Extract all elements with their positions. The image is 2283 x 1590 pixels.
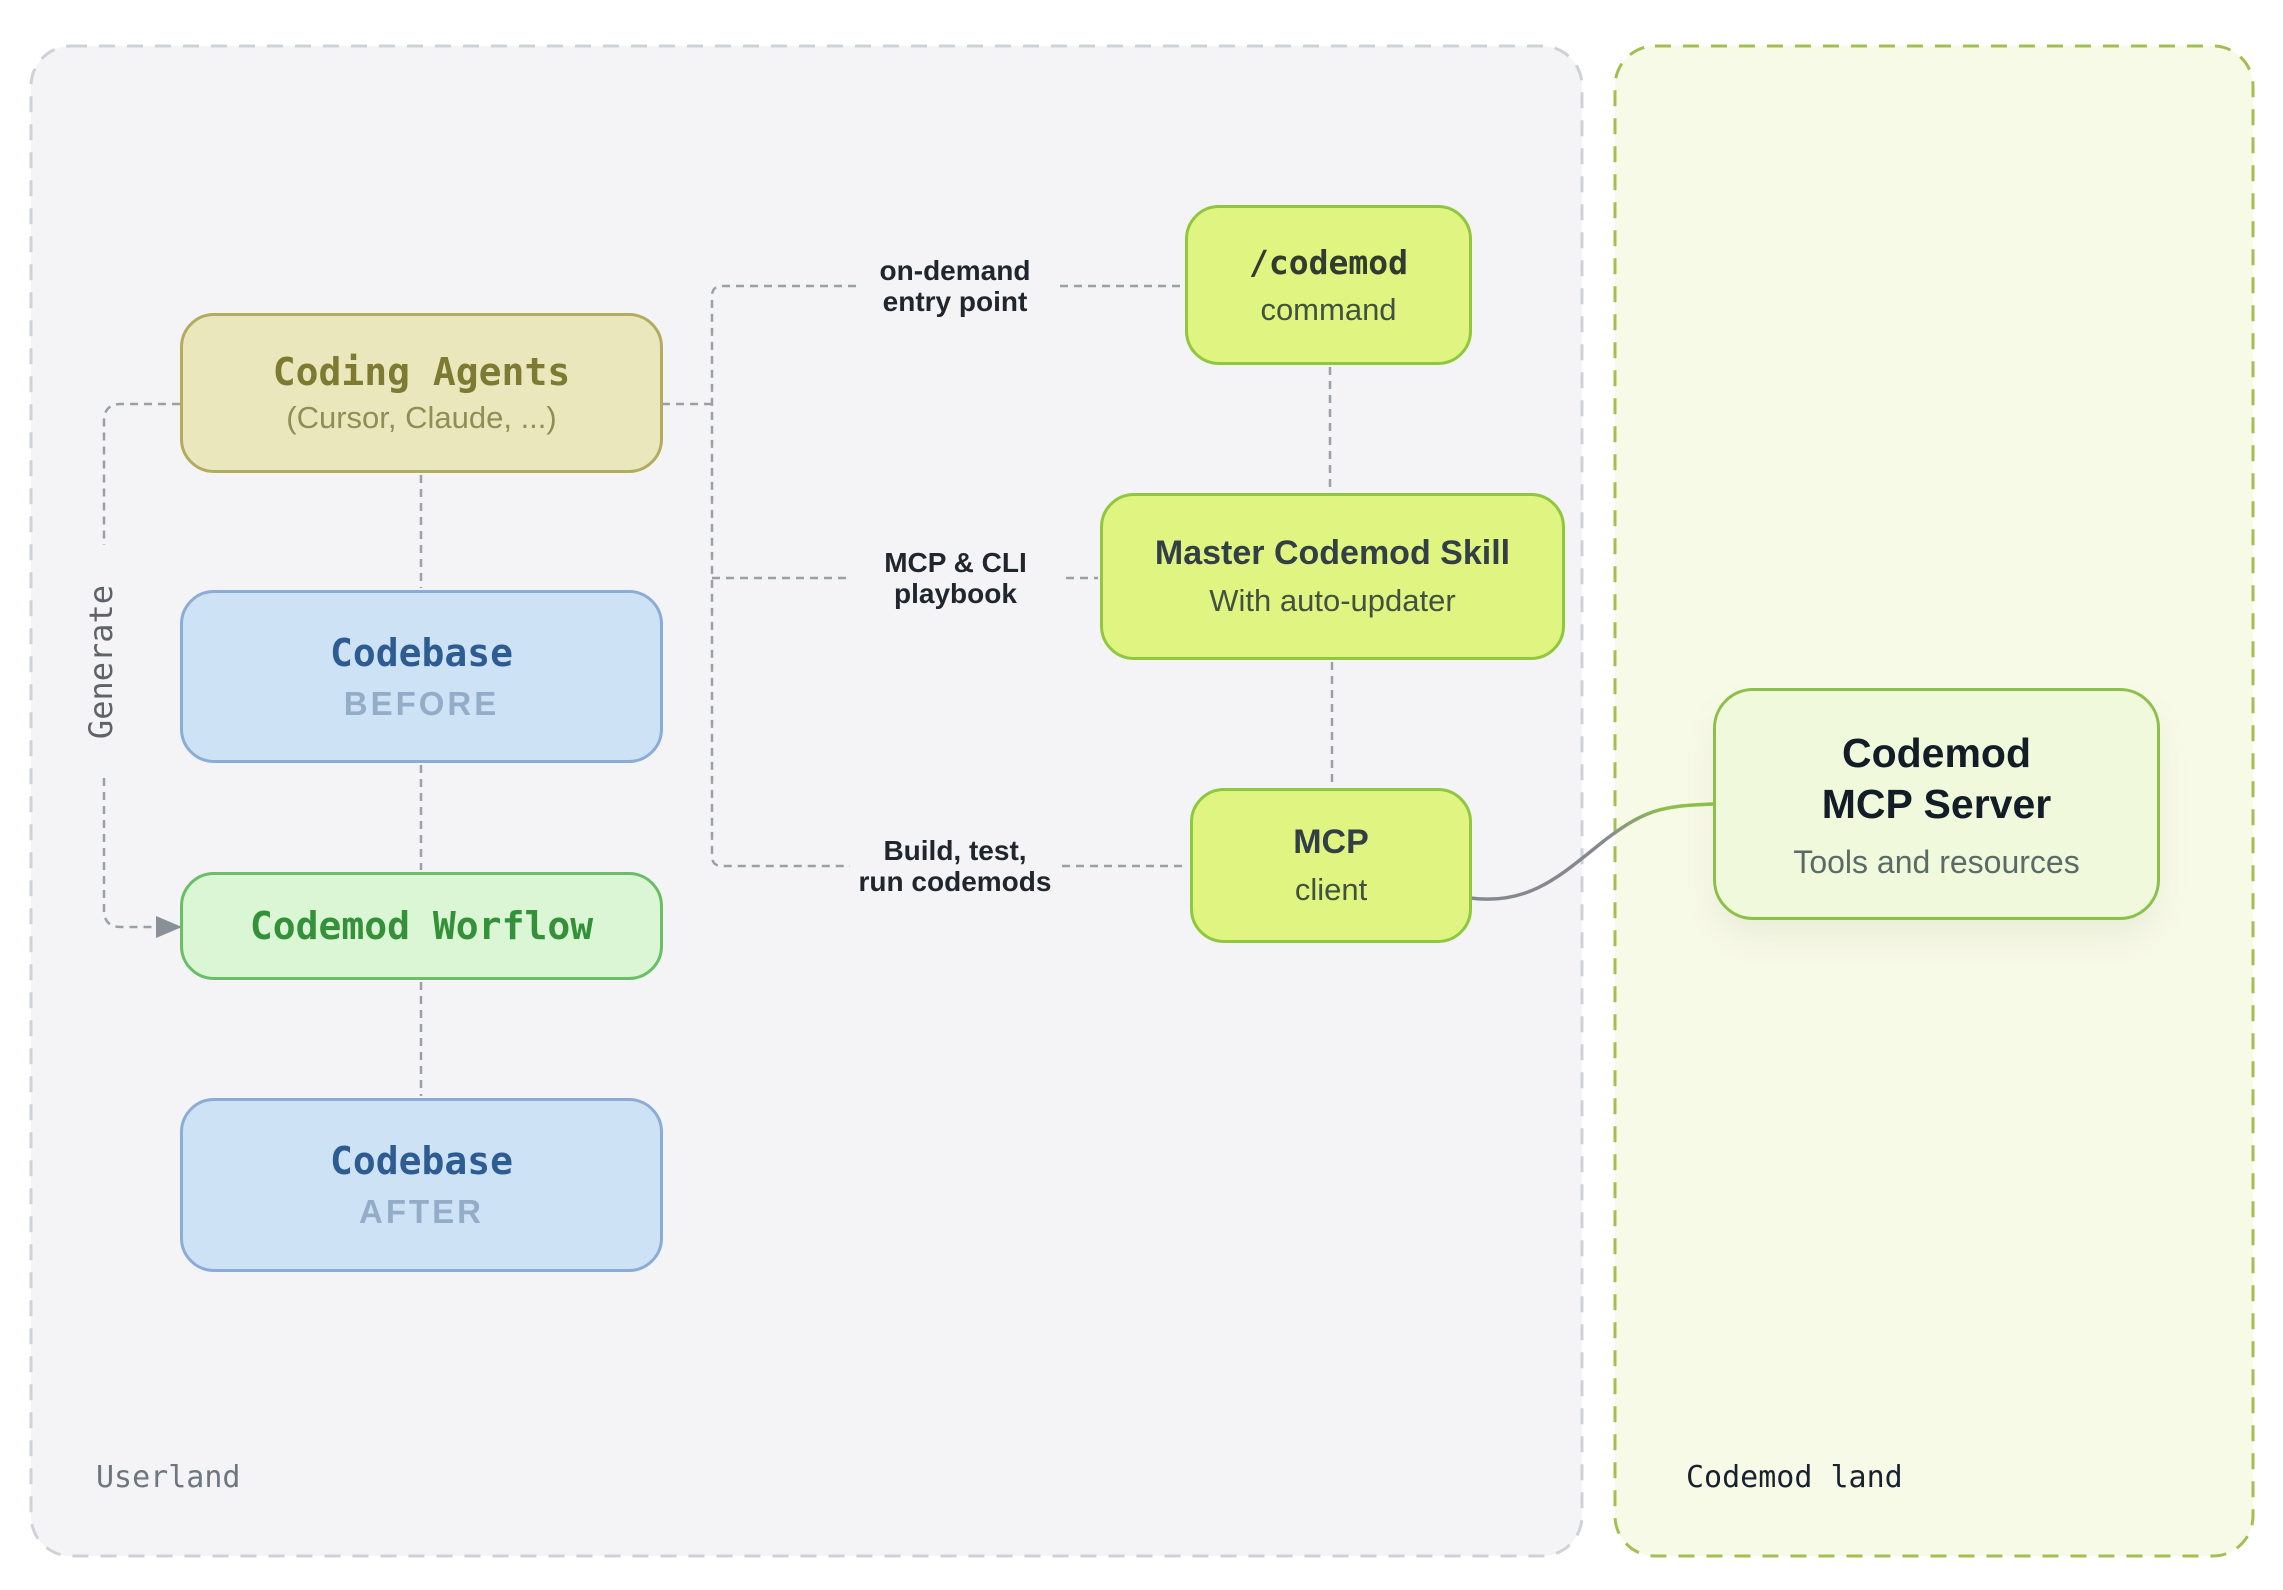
coding-agents-subtitle: (Cursor, Claude, ...) [286, 400, 557, 435]
node-codebase-before: Codebase BEFORE [180, 590, 663, 763]
codemod-command-title: /codemod [1249, 242, 1408, 282]
codemod-mcp-server-title-line2: MCP Server [1821, 780, 2052, 827]
edge-label-build-test-line1: Build, test, [883, 835, 1027, 866]
codebase-after-subtitle: AFTER [359, 1193, 484, 1230]
node-mcp-client: MCP client [1190, 788, 1472, 943]
codemod-mcp-server-title: Codemod MCP Server [1822, 728, 2051, 830]
edge-label-build-test-line2: run codemods [858, 866, 1052, 897]
node-coding-agents: Coding Agents (Cursor, Claude, ...) [180, 313, 663, 473]
node-codemod-mcp-server: Codemod MCP Server Tools and resources [1713, 688, 2160, 920]
mcp-client-title: MCP [1293, 823, 1369, 861]
node-codebase-after: Codebase AFTER [180, 1098, 663, 1272]
codemod-mcp-server-subtitle: Tools and resources [1793, 843, 2080, 880]
master-codemod-skill-subtitle: With auto-updater [1209, 583, 1456, 618]
edge-label-on-demand-line2: entry point [882, 286, 1028, 317]
master-codemod-skill-title: Master Codemod Skill [1154, 534, 1511, 572]
edge-label-generate: Generate [82, 584, 120, 740]
edge-label-mcp-cli: MCP & CLI playbook [828, 547, 1083, 609]
generate-arrowhead-icon [156, 916, 182, 938]
edge-label-on-demand-line1: on-demand [879, 255, 1031, 286]
edge-label-on-demand: on-demand entry point [825, 255, 1085, 317]
userland-label: Userland [96, 1460, 241, 1495]
codemod-land-label: Codemod land [1686, 1460, 1903, 1495]
codebase-before-title: Codebase [329, 630, 514, 675]
coding-agents-title: Coding Agents [272, 350, 571, 394]
edge-label-build-test: Build, test, run codemods [820, 835, 1090, 897]
edge-label-mcp-cli-line2: playbook [894, 578, 1017, 609]
mcp-client-subtitle: client [1294, 872, 1368, 907]
node-codemod-command: /codemod command [1185, 205, 1472, 365]
codemod-command-subtitle: command [1260, 291, 1397, 327]
codemod-mcp-server-title-line1: Codemod [1841, 729, 2032, 776]
codemod-worflow-title: Codemod Worflow [249, 904, 594, 948]
codebase-after-title: Codebase [329, 1139, 514, 1183]
node-codemod-worflow: Codemod Worflow [180, 872, 663, 980]
codebase-before-subtitle: BEFORE [343, 684, 500, 722]
edge-label-mcp-cli-line1: MCP & CLI [884, 547, 1027, 578]
edge-client-to-server [1469, 802, 1714, 901]
node-master-codemod-skill: Master Codemod Skill With auto-updater [1100, 493, 1565, 660]
